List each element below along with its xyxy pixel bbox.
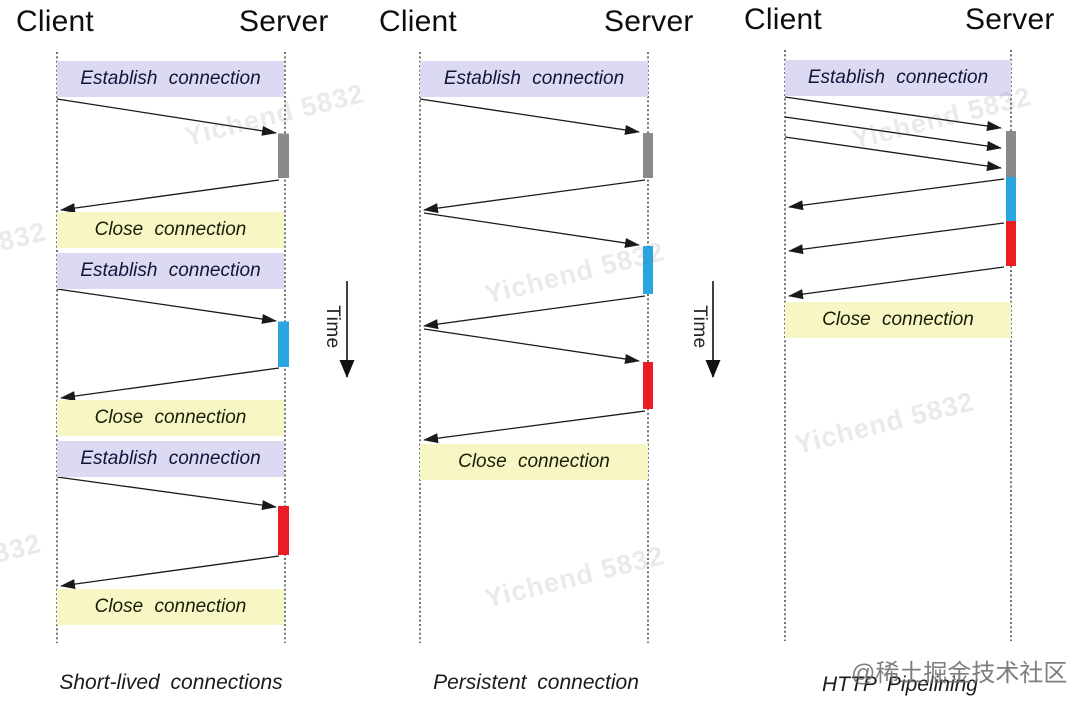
- request-arrow: [56, 98, 277, 136]
- request-arrow: [784, 116, 1002, 151]
- request-arrow: [419, 98, 640, 135]
- server-processing-bar-red: [278, 506, 289, 555]
- server-processing-bar-gray: [1006, 131, 1016, 177]
- panel3-caption: HTTP Pipelining: [822, 673, 978, 696]
- server-processing-bar-red: [1006, 221, 1016, 266]
- close-connection-band: Close connection: [57, 589, 284, 625]
- response-arrow: [60, 179, 280, 214]
- server-processing-bar-blue: [278, 321, 289, 367]
- close-connection-band: Close connection: [785, 302, 1011, 338]
- panel1-caption: Short-lived connections: [59, 671, 283, 694]
- response-arrow: [60, 555, 280, 590]
- panel3-client-header: Client: [744, 3, 822, 36]
- panel1-server-header: Server: [239, 5, 329, 38]
- server-processing-bar-gray: [643, 133, 653, 178]
- server-processing-bar-blue: [1006, 177, 1016, 221]
- request-arrow: [784, 96, 1002, 131]
- close-connection-band: Close connection: [57, 400, 284, 436]
- request-arrow: [56, 476, 277, 511]
- close-connection-band: Close connection: [420, 444, 648, 480]
- establish-connection-band: Establish connection: [420, 61, 648, 97]
- panel2-server-header: Server: [604, 5, 694, 38]
- time-axis-label: Time: [689, 305, 710, 349]
- response-arrow: [788, 178, 1005, 211]
- response-arrow: [423, 410, 646, 444]
- establish-connection-band: Establish connection: [57, 253, 284, 289]
- response-arrow: [788, 266, 1005, 300]
- panel3-server-header: Server: [965, 3, 1055, 36]
- panel2-client-header: Client: [379, 5, 457, 38]
- response-arrow: [788, 222, 1005, 255]
- request-arrow: [423, 328, 640, 364]
- request-arrow: [784, 136, 1002, 171]
- panel1-client-header: Client: [16, 5, 94, 38]
- response-arrow: [423, 179, 646, 214]
- server-processing-bar-blue: [643, 246, 653, 294]
- server-processing-bar-red: [643, 362, 653, 409]
- request-arrow: [56, 288, 277, 324]
- server-processing-bar-gray: [278, 133, 289, 178]
- response-arrow: [60, 367, 280, 402]
- response-arrow: [423, 295, 646, 330]
- establish-connection-band: Establish connection: [57, 61, 284, 97]
- time-axis-label: Time: [322, 305, 343, 349]
- establish-connection-band: Establish connection: [57, 441, 284, 477]
- request-arrow: [423, 212, 640, 248]
- panel2-caption: Persistent connection: [433, 671, 639, 694]
- establish-connection-band: Establish connection: [785, 60, 1011, 96]
- close-connection-band: Close connection: [57, 212, 284, 248]
- attribution-stamp: @稀土掘金技术社区: [851, 660, 1068, 687]
